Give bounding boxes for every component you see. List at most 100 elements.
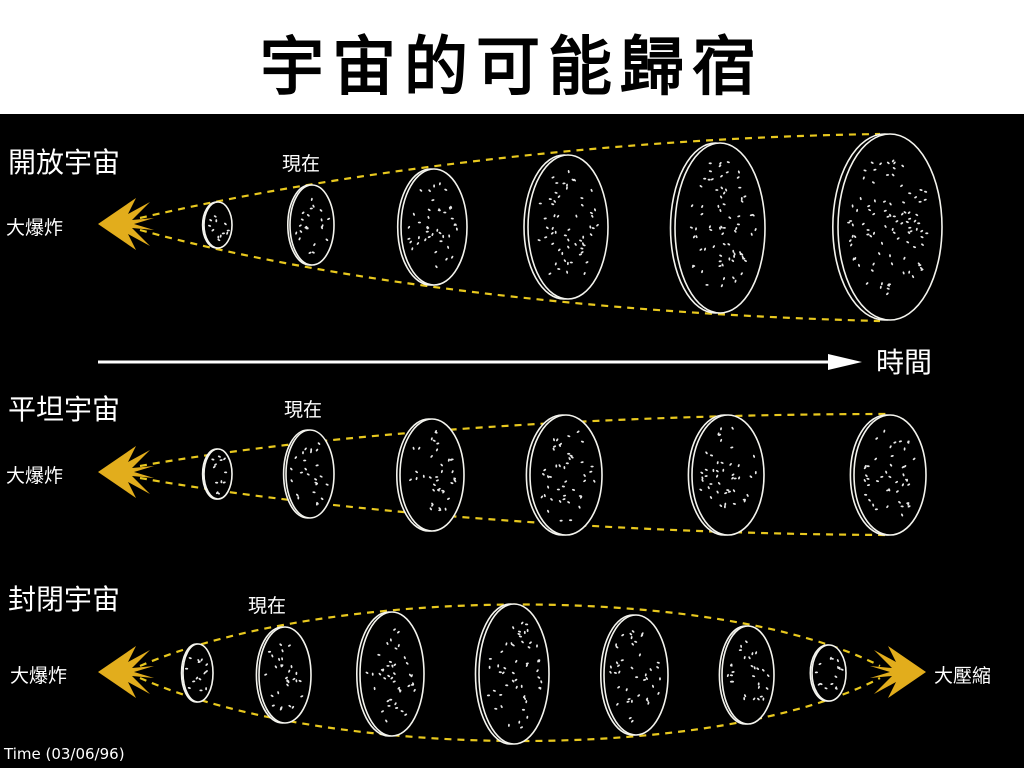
galaxy-speck — [912, 246, 917, 249]
galaxy-speck — [719, 226, 721, 230]
galaxy-speck — [740, 644, 743, 648]
galaxy-speck — [417, 236, 420, 240]
galaxy-speck — [525, 662, 529, 665]
galaxy-speck — [499, 693, 503, 696]
burst-shape — [98, 446, 154, 498]
galaxy-speck — [566, 183, 568, 187]
galaxy-speck — [315, 448, 319, 452]
galaxy-speck — [631, 719, 634, 723]
galaxy-speck — [387, 704, 391, 707]
galaxy-speck — [718, 260, 722, 263]
galaxy-speck — [889, 463, 893, 467]
galaxy-speck — [575, 214, 578, 218]
flat-universe-disk — [687, 414, 765, 536]
galaxy-speck — [727, 243, 731, 246]
galaxy-speck — [596, 224, 599, 227]
galaxy-speck — [407, 225, 411, 229]
galaxy-speck — [553, 200, 556, 203]
galaxy-speck — [732, 249, 735, 253]
galaxy-speck — [868, 208, 872, 212]
galaxy-speck — [874, 508, 878, 511]
galaxy-speck — [551, 242, 555, 245]
galaxy-speck — [753, 666, 756, 670]
galaxy-speck — [708, 225, 711, 229]
diagram-canvas: 開放宇宙大爆炸現在時間平坦宇宙大爆炸現在封閉宇宙大爆炸大壓縮現在Time (03… — [3, 132, 991, 763]
footer-timestamp: Time (03/06/96) — [3, 745, 125, 763]
galaxy-speck — [757, 697, 760, 701]
galaxy-speck — [386, 641, 389, 646]
galaxy-speck — [521, 640, 524, 644]
galaxy-speck — [699, 248, 703, 251]
galaxy-speck — [558, 444, 561, 447]
galaxy-speck — [558, 500, 562, 503]
galaxy-speck — [373, 686, 376, 691]
galaxy-speck — [383, 677, 387, 680]
galaxy-speck — [726, 673, 729, 678]
galaxy-speck — [580, 247, 584, 250]
galaxy-speck — [297, 496, 300, 500]
flat-upper-boundary — [139, 412, 891, 468]
galaxy-speck — [849, 239, 852, 242]
galaxy-speck — [859, 197, 862, 201]
galaxy-speck — [886, 161, 890, 165]
galaxy-speck — [919, 189, 923, 191]
galaxy-speck — [752, 697, 756, 701]
galaxy-speck — [430, 437, 433, 441]
galaxy-speck — [536, 669, 539, 673]
galaxy-speck — [745, 640, 748, 644]
galaxy-speck — [187, 687, 191, 689]
galaxy-speck — [889, 445, 892, 449]
galaxy-speck — [625, 688, 628, 692]
galaxy-speck — [616, 702, 619, 706]
galaxy-speck — [378, 672, 382, 676]
galaxy-speck — [453, 223, 457, 226]
galaxy-speck — [725, 171, 729, 174]
galaxy-speck — [704, 247, 706, 251]
galaxy-speck — [756, 667, 760, 670]
galaxy-speck — [716, 490, 719, 494]
galaxy-speck — [874, 457, 878, 461]
galaxy-speck — [565, 186, 568, 190]
galaxy-speck — [872, 212, 876, 216]
galaxy-speck — [569, 519, 573, 522]
galaxy-speck — [907, 211, 911, 214]
galaxy-speck — [729, 463, 732, 466]
galaxy-speck — [817, 683, 821, 686]
open-universe-disk — [396, 168, 468, 286]
galaxy-speck — [720, 284, 723, 288]
closed-now-label: 現在 — [248, 595, 286, 617]
galaxy-speck — [732, 502, 736, 505]
galaxy-speck — [553, 438, 555, 442]
galaxy-speck — [710, 178, 714, 181]
galaxy-speck — [659, 677, 661, 681]
galaxy-speck — [300, 695, 304, 698]
galaxy-speck — [893, 441, 897, 444]
galaxy-speck — [538, 202, 542, 205]
galaxy-speck — [704, 475, 708, 478]
galaxy-speck — [313, 243, 316, 247]
galaxy-speck — [850, 243, 853, 247]
galaxy-speck — [277, 691, 280, 695]
galaxy-speck — [722, 226, 726, 229]
galaxy-speck — [643, 678, 647, 681]
galaxy-speck — [447, 497, 450, 500]
galaxy-speck — [405, 662, 409, 665]
galaxy-speck — [578, 253, 582, 256]
galaxy-speck — [219, 459, 223, 462]
galaxy-speck — [556, 438, 559, 442]
galaxy-speck — [753, 454, 755, 458]
galaxy-speck — [435, 265, 438, 269]
closed-upper-boundary — [139, 603, 881, 668]
galaxy-speck — [558, 248, 561, 252]
disk-face — [603, 614, 669, 736]
galaxy-speck — [647, 701, 650, 705]
galaxy-speck — [722, 203, 726, 206]
galaxy-speck — [873, 168, 877, 171]
galaxy-speck — [267, 650, 272, 653]
flat-universe-disk — [282, 429, 335, 519]
galaxy-speck — [271, 704, 275, 707]
galaxy-speck — [199, 689, 203, 692]
galaxy-speck — [299, 230, 303, 233]
galaxy-speck — [486, 694, 491, 697]
galaxy-speck — [517, 630, 522, 633]
